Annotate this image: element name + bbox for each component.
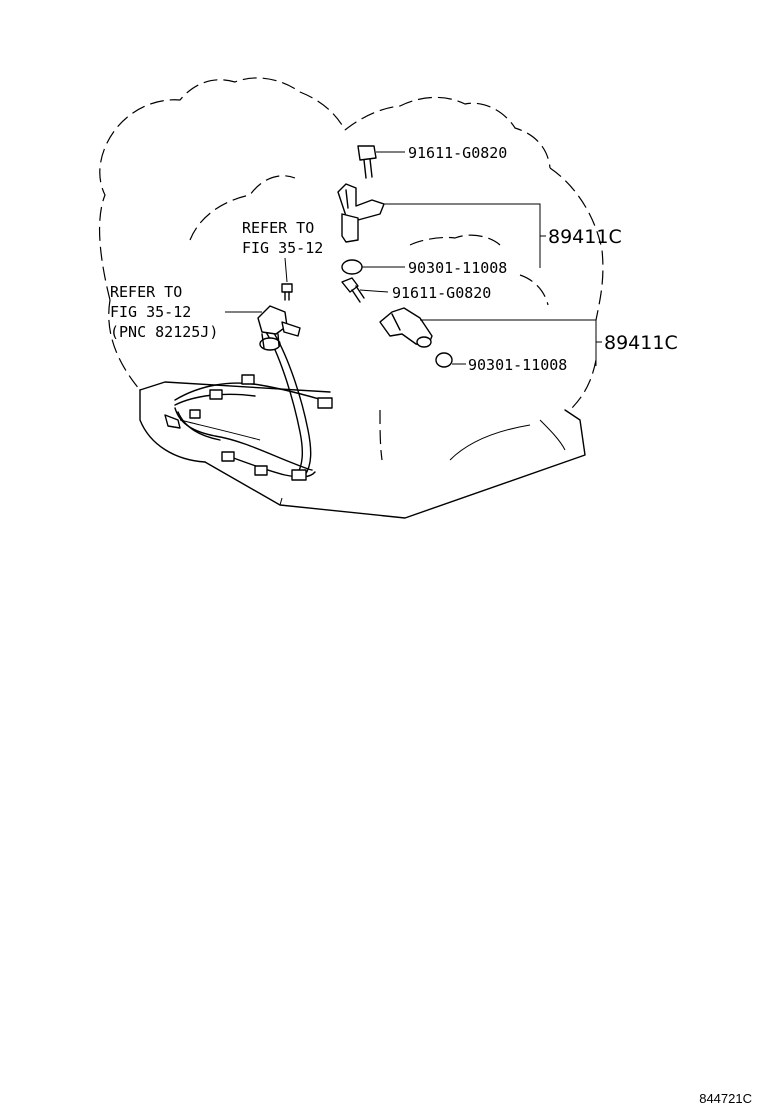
refer-1-line-1: REFER TO [242, 219, 314, 237]
lower-bolt [341, 277, 365, 303]
leader-lines [225, 151, 602, 366]
upper-speed-sensor [337, 183, 385, 243]
refer-2-line-3: (PNC 82125J) [110, 323, 218, 341]
refer-2-line-2: FIG 35-12 [110, 303, 191, 321]
bolt-lower-part-number: 91611-G0820 [392, 284, 491, 302]
wiring-harness [164, 329, 333, 481]
harness-speed-sensor [257, 305, 301, 351]
gasket-upper-part-number: 90301-11008 [408, 259, 507, 277]
sensor-lower-part-number: 89411C [604, 332, 678, 354]
upper-bolt [357, 145, 377, 179]
transmission-housing-outline [98, 77, 604, 461]
gasket-lower-part-number: 90301-11008 [468, 356, 567, 374]
lower-speed-sensor [379, 307, 433, 348]
refer-2-line-1: REFER TO [110, 283, 182, 301]
lower-gasket [435, 352, 453, 368]
illustration-code: 844721C [699, 1091, 752, 1106]
refer-bolt [281, 283, 293, 301]
transmission-case-base [139, 381, 586, 519]
sensor-upper-part-number: 89411C [548, 226, 622, 248]
upper-gasket [341, 259, 363, 275]
refer-1-line-2: FIG 35-12 [242, 239, 323, 257]
bolt-upper-part-number: 91611-G0820 [408, 144, 507, 162]
